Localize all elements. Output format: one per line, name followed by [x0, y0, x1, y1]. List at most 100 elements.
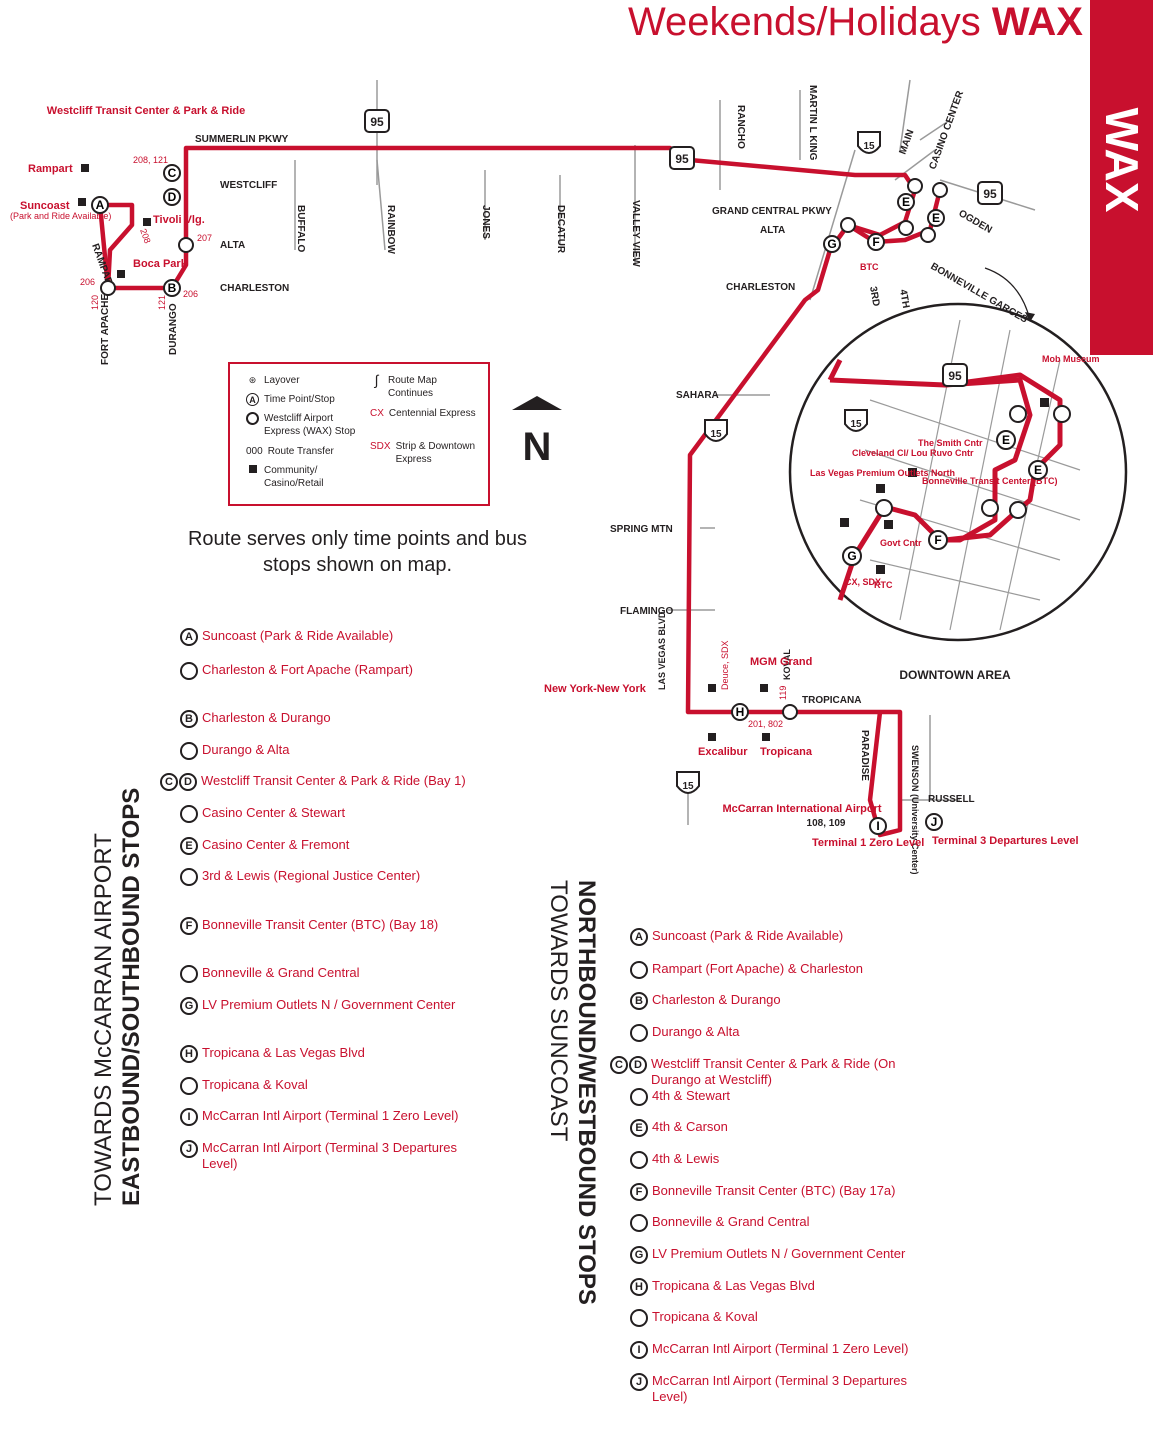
outlets-marker — [840, 518, 849, 527]
route-tab: WAX — [1090, 0, 1153, 355]
label-casino-center: CASINO CENTER — [927, 89, 966, 171]
stop-name: Bonneville & Grand Central — [202, 965, 360, 980]
stop-name: LV Premium Outlets N / Government Center — [652, 1246, 906, 1261]
place-t1: Terminal 1 Zero Level — [812, 837, 924, 849]
svg-text:E: E — [1002, 433, 1010, 447]
label-valley-view: VALLEY VIEW — [630, 200, 641, 267]
stop-j — [925, 813, 943, 831]
svg-text:95: 95 — [983, 187, 997, 201]
stop-f — [867, 233, 885, 251]
inset-stop-e1 — [996, 430, 1016, 450]
place-rtc: RTC — [874, 580, 893, 590]
stop-name: Tropicana & Las Vegas Blvd — [652, 1278, 815, 1293]
label-alta-2: ALTA — [760, 225, 785, 236]
page-title: Weekends/Holidays WAX — [628, 0, 1083, 44]
svg-text:G: G — [827, 237, 836, 251]
stop-name: Bonneville Transit Center (BTC) (Bay 18) — [202, 917, 439, 932]
stop-name: Bonneville Transit Center (BTC) (Bay 17a… — [652, 1183, 896, 1198]
place-btc-full: Bonneville Transit Center (BTC) — [922, 476, 1058, 486]
stop-name: Charleston & Fort Apache (Rampart) — [202, 662, 413, 677]
community-icon — [246, 464, 259, 477]
stop-badge — [180, 868, 198, 886]
svg-text:E: E — [932, 211, 940, 225]
stop-badge: D — [179, 773, 197, 791]
inset-stop-f — [928, 530, 948, 550]
stop-name: LV Premium Outlets N / Government Center — [202, 997, 456, 1012]
stop-alta — [178, 237, 194, 253]
stop-badge: C — [610, 1056, 628, 1074]
transfer-fort-apache: 120 — [90, 295, 100, 310]
label-charleston: CHARLESTON — [220, 283, 289, 294]
stop-badge: G — [630, 1246, 648, 1264]
time-point-icon: A — [246, 393, 259, 406]
label-sahara: SAHARA — [676, 390, 719, 401]
stop-list-item: Durango & Alta — [630, 1024, 739, 1042]
hwy-95-shield-3: 95 — [977, 181, 1003, 205]
stop-casino-stewart — [907, 178, 923, 194]
stop-badge: A — [630, 928, 648, 946]
smith-marker — [908, 468, 917, 477]
stop-name: Charleston & Durango — [652, 992, 781, 1007]
label-alta: ALTA — [220, 240, 245, 251]
place-suncoast: Suncoast — [20, 200, 70, 212]
inset-stop-e2 — [1028, 460, 1048, 480]
stop-badge — [630, 1151, 648, 1169]
nyny-marker — [708, 684, 716, 692]
hwy-95-shield-1: 95 — [364, 109, 390, 133]
svg-text:15: 15 — [850, 419, 862, 430]
stop-list-item: Bonneville & Grand Central — [630, 1214, 810, 1232]
place-rampart: Rampart — [28, 163, 73, 175]
svg-text:G: G — [847, 549, 856, 563]
stop-list-item: Durango & Alta — [180, 742, 289, 760]
transfer-deuce: Deuce, SDX — [720, 640, 730, 690]
transfer-koval: 119 — [778, 686, 788, 700]
legend-continues: ∫Route Map Continues — [370, 373, 480, 400]
stop-badge — [630, 1309, 648, 1327]
place-suncoast-sub: (Park and Ride Available) — [10, 211, 111, 221]
downtown-label: DOWNTOWN AREA — [899, 668, 1011, 682]
inset-stop-5 — [875, 499, 893, 517]
label-ogden: OGDEN — [957, 208, 994, 236]
inset-stop-3 — [981, 499, 999, 517]
stop-list-item: Rampart (Fort Apache) & Charleston — [630, 961, 863, 979]
label-fort-apache: FORT APACHE — [100, 294, 111, 365]
map-stops: A B C D E E F G H I J E E F G — [91, 164, 1071, 835]
svg-text:N: N — [523, 425, 552, 469]
inset-stop-4 — [1009, 501, 1027, 519]
stop-4th-lewis — [920, 227, 936, 243]
title-prefix: Weekends/Holidays — [627, 0, 981, 44]
place-cx-sdx: CX, SDX — [845, 577, 881, 587]
stop-badge: I — [630, 1341, 648, 1359]
place-mgm: MGM Grand — [750, 656, 812, 668]
place-excalibur: Excalibur — [698, 746, 748, 758]
hwy-15-shield-2: 15 — [704, 419, 728, 442]
stop-name: Tropicana & Koval — [652, 1309, 758, 1324]
suncoast-marker — [78, 198, 86, 206]
place-new-york: New York-New York — [544, 683, 647, 695]
stop-rampart — [100, 280, 116, 296]
north-arrow: N — [512, 396, 562, 469]
stop-badge — [630, 1024, 648, 1042]
label-charleston-2: CHARLESTON — [726, 282, 795, 293]
label-3rd: 3RD — [867, 286, 881, 308]
label-flamingo: FLAMINGO — [620, 606, 674, 617]
stop-badge: E — [630, 1119, 648, 1137]
stop-koval — [782, 704, 798, 720]
place-westcliff-tc: Westcliff Transit Center & Park & Ride — [47, 105, 245, 117]
label-durango: DURANGO — [168, 303, 179, 355]
stop-name: Charleston & Durango — [202, 710, 331, 725]
svg-text:F: F — [872, 235, 879, 249]
label-tropicana: TROPICANA — [802, 695, 861, 706]
label-westcliff: WESTCLIFF — [220, 180, 277, 191]
place-govt: Govt Cntr — [880, 538, 922, 548]
stop-badge: J — [180, 1140, 198, 1158]
stop-name: Tropicana & Koval — [202, 1077, 308, 1092]
hwy-95-shield-4: 95 — [942, 363, 968, 387]
